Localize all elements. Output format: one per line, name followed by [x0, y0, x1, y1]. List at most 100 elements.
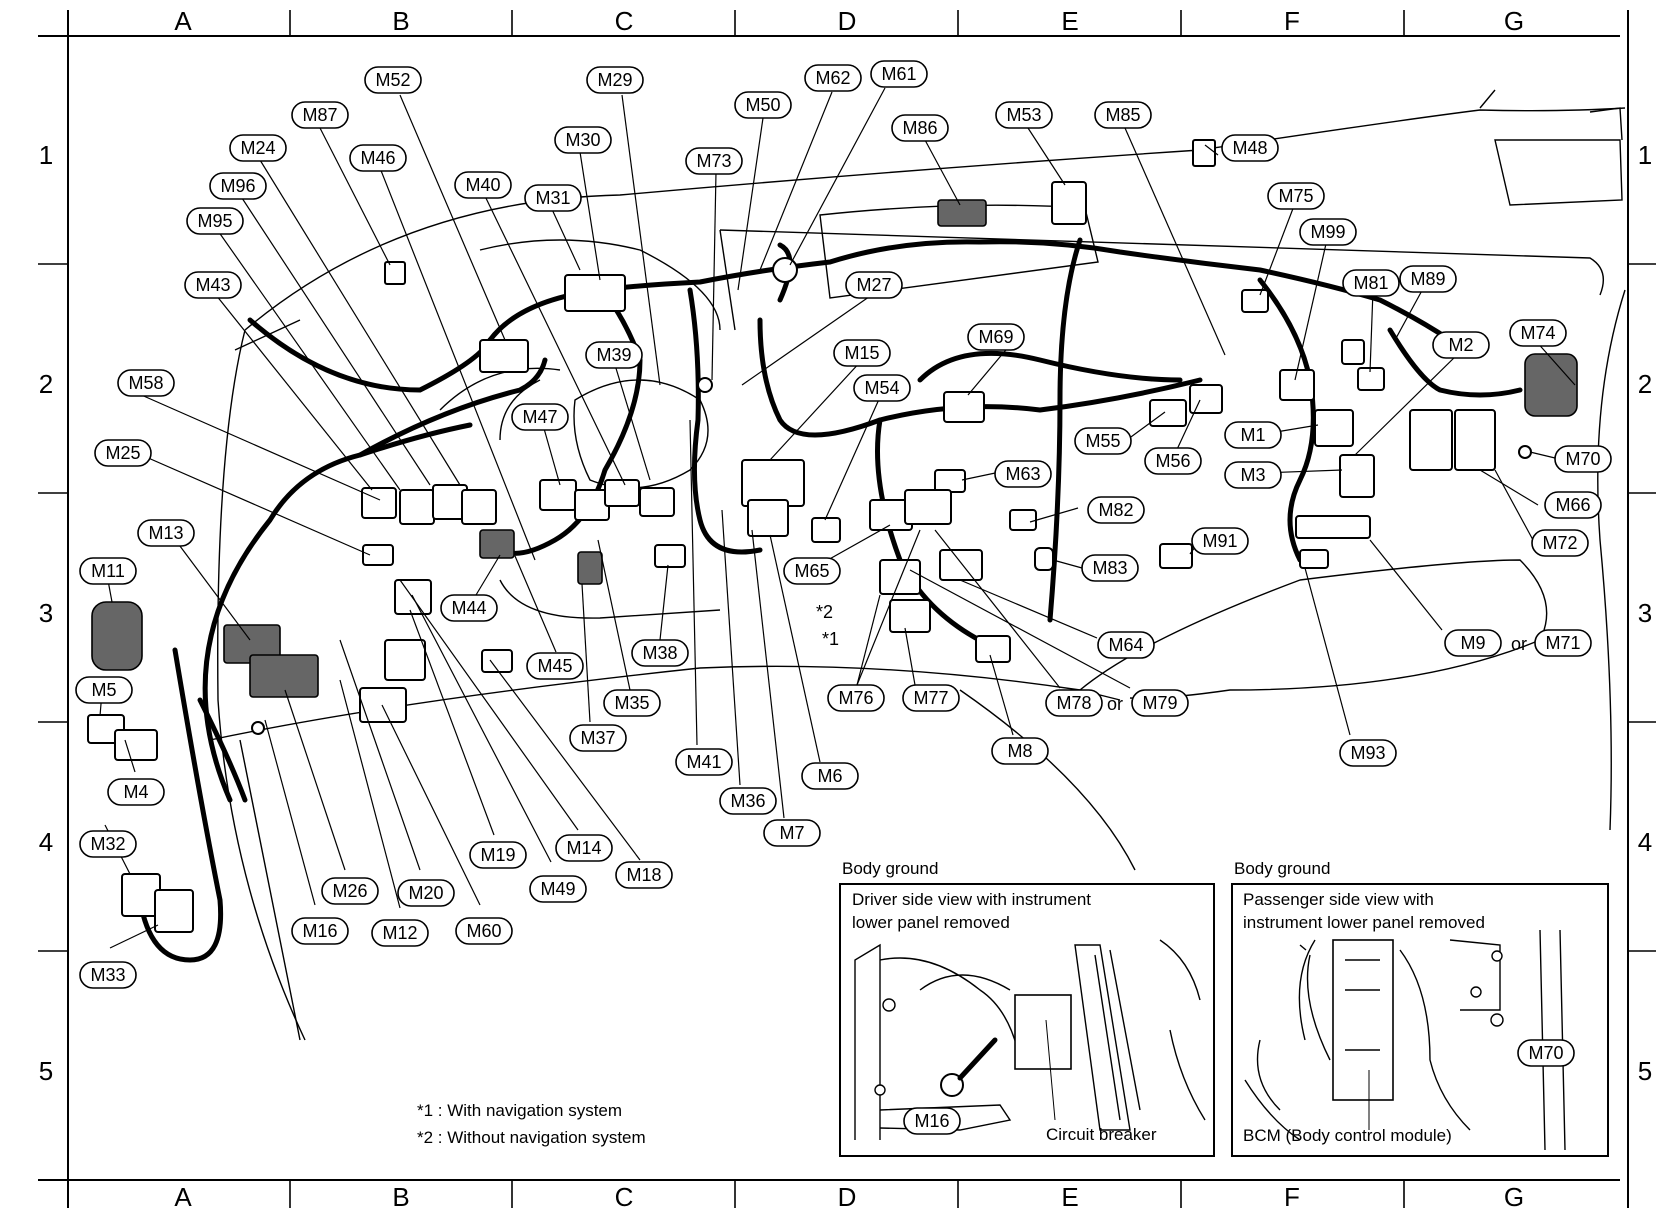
bcm-label: BCM (Body control module): [1243, 1126, 1452, 1145]
tag-m71[interactable]: M71: [1534, 629, 1592, 657]
tag-m41[interactable]: M41: [675, 748, 733, 776]
tag-m32[interactable]: M32: [79, 830, 137, 858]
tag-m93[interactable]: M93: [1339, 739, 1397, 767]
tag-m38[interactable]: M38: [631, 639, 689, 667]
tag-m96-text: M96: [220, 176, 255, 196]
tag-m73[interactable]: M73: [685, 147, 743, 175]
tag-m95[interactable]: M95: [186, 207, 244, 235]
tag-m46[interactable]: M46: [349, 144, 407, 172]
tag-m41-text: M41: [686, 752, 721, 772]
tag-m9[interactable]: M9: [1444, 629, 1502, 657]
tag-m53[interactable]: M53: [995, 101, 1053, 129]
tag-m54[interactable]: M54: [853, 374, 911, 402]
tag-m5[interactable]: M5: [75, 676, 133, 704]
tag-m65[interactable]: M65: [783, 557, 841, 585]
tag-m69[interactable]: M69: [967, 323, 1025, 351]
tag-m20[interactable]: M20: [397, 879, 455, 907]
tag-m16-inset[interactable]: M16: [903, 1107, 961, 1135]
tag-m1[interactable]: M1: [1224, 421, 1282, 449]
tag-m77-text: M77: [913, 688, 948, 708]
tag-m6[interactable]: M6: [801, 762, 859, 790]
tag-m25[interactable]: M25: [94, 439, 152, 467]
tag-m91[interactable]: M91: [1191, 527, 1249, 555]
tag-m64[interactable]: M64: [1097, 631, 1155, 659]
tag-m60[interactable]: M60: [455, 917, 513, 945]
tag-m36[interactable]: M36: [719, 787, 777, 815]
tag-m31[interactable]: M31: [524, 184, 582, 212]
tag-m35[interactable]: M35: [603, 689, 661, 717]
tag-m30[interactable]: M30: [554, 126, 612, 154]
tag-m16[interactable]: M16: [291, 917, 349, 945]
tag-m82[interactable]: M82: [1087, 496, 1145, 524]
tag-m99[interactable]: M99: [1299, 218, 1357, 246]
tag-m44[interactable]: M44: [440, 594, 498, 622]
tag-m74[interactable]: M74: [1509, 319, 1567, 347]
tag-m24[interactable]: M24: [229, 134, 287, 162]
tag-m39[interactable]: M39: [585, 341, 643, 369]
tag-m86[interactable]: M86: [891, 114, 949, 142]
connector-m44-body: [479, 529, 515, 559]
tag-m61[interactable]: M61: [870, 60, 928, 88]
tag-m77[interactable]: M77: [902, 684, 960, 712]
tag-m7[interactable]: M7: [763, 819, 821, 847]
connector-m48-body: [1192, 139, 1216, 167]
connector-m33-body: [154, 889, 194, 933]
tag-m16-text: M16: [302, 921, 337, 941]
connector-m39-body: [574, 489, 610, 521]
tag-m8[interactable]: M8: [991, 737, 1049, 765]
tag-m79[interactable]: M79: [1131, 689, 1189, 717]
connector-m4-body: [114, 729, 158, 761]
tag-m3[interactable]: M3: [1224, 461, 1282, 489]
tag-m14[interactable]: M14: [555, 834, 613, 862]
tag-m19[interactable]: M19: [469, 841, 527, 869]
tag-m37[interactable]: M37: [569, 724, 627, 752]
tag-m76[interactable]: M76: [827, 684, 885, 712]
tag-m89[interactable]: M89: [1399, 265, 1457, 293]
connector-m76-body: [879, 559, 921, 595]
star-mark-1: *1: [822, 629, 839, 649]
tag-m85[interactable]: M85: [1094, 101, 1152, 129]
tag-m43[interactable]: M43: [184, 271, 242, 299]
tag-m15[interactable]: M15: [833, 339, 891, 367]
tag-m72[interactable]: M72: [1531, 529, 1589, 557]
tag-m70[interactable]: M70: [1554, 445, 1612, 473]
tag-m96[interactable]: M96: [209, 172, 267, 200]
tag-m48[interactable]: M48: [1221, 134, 1279, 162]
row-label-1: 1: [1638, 140, 1652, 170]
tag-m62[interactable]: M62: [804, 64, 862, 92]
tag-m2[interactable]: M2: [1432, 331, 1490, 359]
tag-m52[interactable]: M52: [364, 66, 422, 94]
tag-m75[interactable]: M75: [1267, 182, 1325, 210]
tag-m4[interactable]: M4: [107, 778, 165, 806]
tag-m66[interactable]: M66: [1544, 491, 1602, 519]
tag-m58[interactable]: M58: [117, 369, 175, 397]
tag-m81[interactable]: M81: [1342, 269, 1400, 297]
tag-m11[interactable]: M11: [79, 557, 137, 585]
tag-m55[interactable]: M55: [1074, 427, 1132, 455]
tag-m27[interactable]: M27: [845, 271, 903, 299]
tag-m49[interactable]: M49: [529, 875, 587, 903]
tag-m45[interactable]: M45: [526, 652, 584, 680]
tag-m56[interactable]: M56: [1144, 447, 1202, 475]
driver-side-inset: Body ground Driver side view with instru…: [839, 859, 1215, 1157]
tag-m78-text: M78: [1056, 693, 1091, 713]
tag-m83[interactable]: M83: [1081, 554, 1139, 582]
tag-m93-text: M93: [1350, 743, 1385, 763]
tag-m50[interactable]: M50: [734, 91, 792, 119]
tag-m18[interactable]: M18: [615, 861, 673, 889]
tag-m72-text: M72: [1542, 533, 1577, 553]
tag-m78[interactable]: M78: [1045, 689, 1103, 717]
tag-m47[interactable]: M47: [511, 403, 569, 431]
tag-m71-text: M71: [1545, 633, 1580, 653]
tag-m83-text: M83: [1092, 558, 1127, 578]
tag-m63[interactable]: M63: [994, 460, 1052, 488]
tag-m33[interactable]: M33: [79, 961, 137, 989]
tag-m40[interactable]: M40: [454, 171, 512, 199]
tag-m29[interactable]: M29: [586, 66, 644, 94]
tag-m12[interactable]: M12: [371, 919, 429, 947]
tag-m13[interactable]: M13: [137, 519, 195, 547]
tag-m70-inset[interactable]: M70: [1517, 1039, 1575, 1067]
tag-m26[interactable]: M26: [321, 877, 379, 905]
connector-m25-body: [362, 544, 394, 566]
tag-m87[interactable]: M87: [291, 101, 349, 129]
